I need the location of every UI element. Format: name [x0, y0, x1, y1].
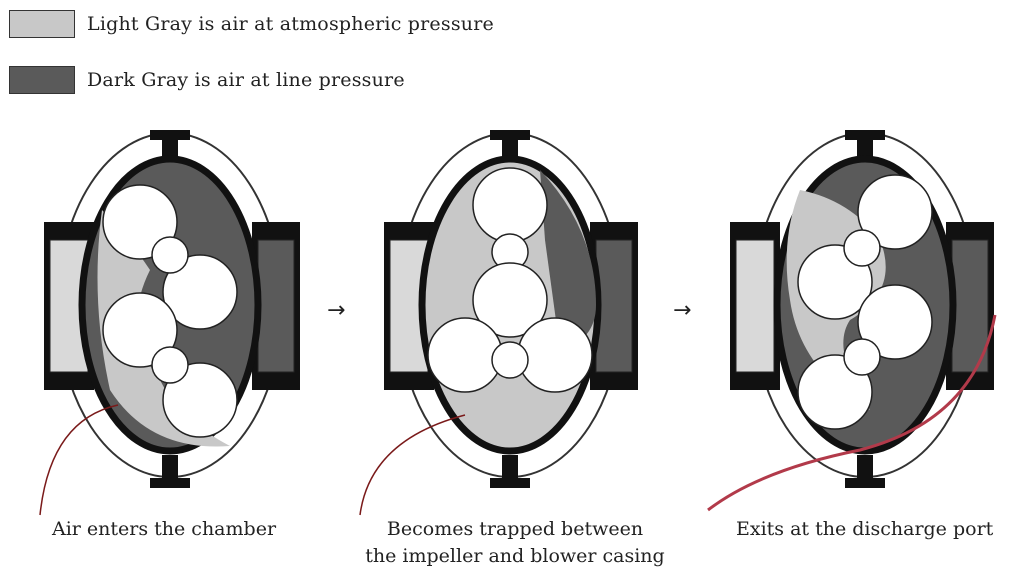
legend-label-atmospheric: Light Gray is air at atmospheric pressur…	[87, 13, 494, 35]
legend-swatch-light-gray	[9, 10, 75, 38]
caption-stage-2-line-2: the impeller and blower casing	[365, 545, 665, 567]
legend-item-line-pressure: Dark Gray is air at line pressure	[9, 66, 405, 94]
caption-stage-2-line-1: Becomes trapped between	[386, 518, 644, 540]
legend-swatch-dark-gray	[9, 66, 75, 94]
arrow-icon-1: →	[327, 298, 346, 323]
caption-stage-3-line-1: Exits at the discharge port	[736, 518, 994, 540]
caption-stage-2: Becomes trapped between the impeller and…	[355, 516, 675, 570]
caption-stage-1: Air enters the chamber	[52, 516, 276, 543]
caption-stage-3: Exits at the discharge port	[736, 516, 993, 543]
legend-item-atmospheric: Light Gray is air at atmospheric pressur…	[9, 10, 494, 38]
arrow-icon-2: →	[673, 298, 692, 323]
legend-label-line-pressure: Dark Gray is air at line pressure	[87, 69, 405, 91]
caption-stage-1-line-1: Air enters the chamber	[52, 518, 277, 540]
